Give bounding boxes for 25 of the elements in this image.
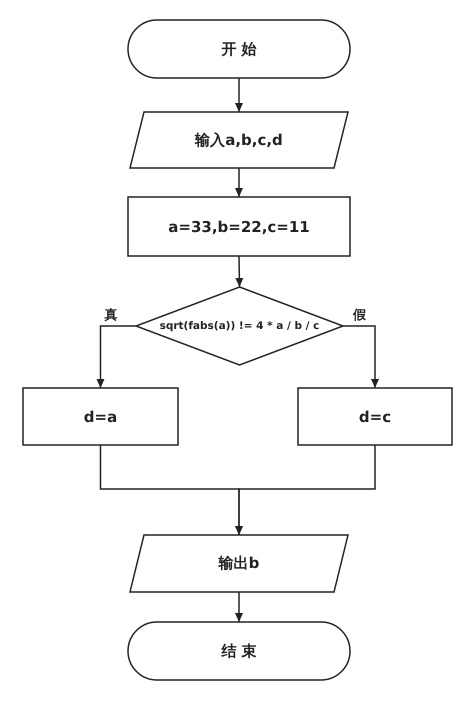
io-parallelogram — [130, 112, 348, 168]
node-text: a=33,b=22,c=11 — [168, 218, 310, 236]
arrow — [343, 325, 379, 388]
node-text: d=c — [358, 408, 392, 426]
node-text: 开 始 — [221, 40, 257, 58]
arrow — [235, 168, 243, 197]
terminator-shape — [128, 20, 350, 78]
node-text: d=a — [84, 408, 118, 426]
arrow — [235, 78, 243, 112]
io-parallelogram — [130, 535, 348, 592]
condition-text: sqrt(fabs(a)) != 4 * a / b / c — [160, 320, 320, 332]
process-box — [128, 197, 350, 256]
decision-diamond — [136, 287, 343, 365]
arrow — [96, 325, 136, 388]
node-text: 结 束 — [221, 642, 257, 660]
edge-label: 假 — [353, 309, 366, 322]
process-box — [23, 388, 178, 445]
edge-label: 真 — [104, 309, 118, 322]
node-text: 输出b — [218, 554, 260, 573]
arrow — [235, 445, 376, 535]
terminator-shape — [128, 622, 350, 680]
node-text: 输入a,b,c,d — [195, 130, 283, 150]
arrow — [235, 592, 243, 622]
arrow — [235, 256, 244, 288]
process-box — [298, 388, 452, 445]
